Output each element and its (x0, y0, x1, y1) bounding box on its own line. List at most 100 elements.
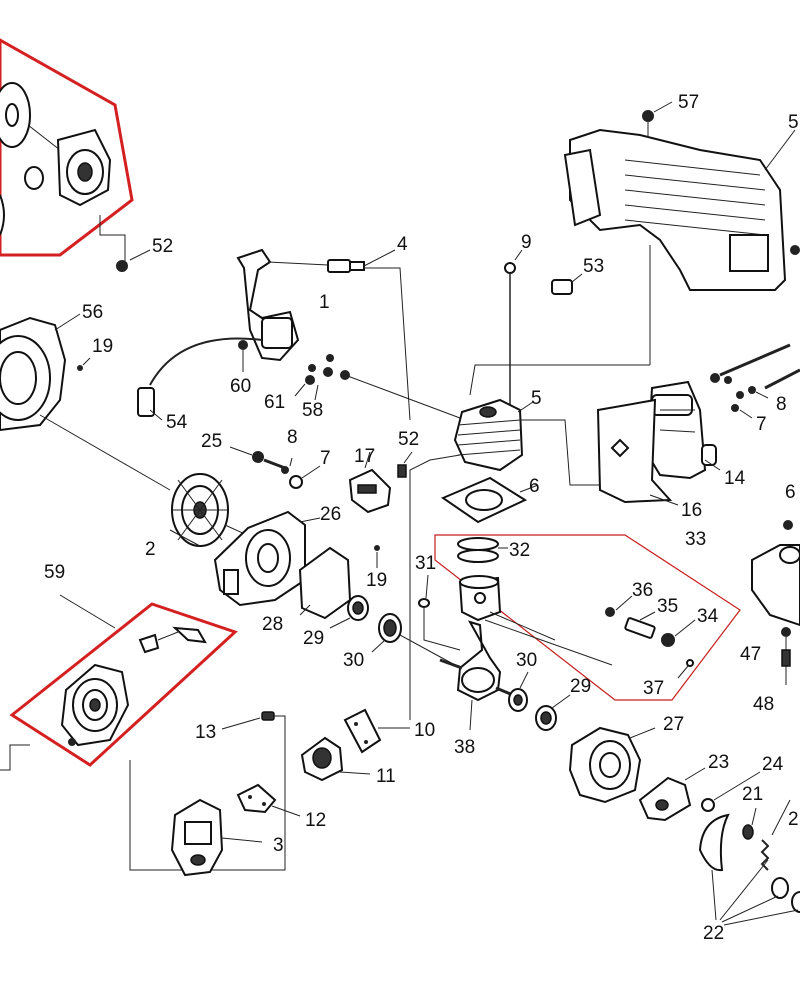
label-10: 10 (414, 720, 435, 741)
label-52b: 52 (398, 429, 419, 450)
label-11: 11 (376, 766, 396, 787)
carburetor-3 (170, 798, 263, 877)
bracket-17 (348, 451, 392, 514)
label-30a: 30 (343, 650, 364, 671)
spark-plug-4 (267, 249, 411, 421)
label-27: 27 (663, 714, 684, 735)
bolt-60 (238, 340, 248, 372)
label-5: 5 (531, 388, 542, 409)
label-16: 16 (681, 500, 702, 521)
label-6: 6 (529, 476, 540, 497)
highlight-box-piston-kit (434, 534, 741, 701)
washer-24 (701, 771, 761, 812)
screw-52a (116, 249, 151, 272)
label-35: 35 (657, 596, 678, 617)
label-47: 47 (740, 644, 761, 665)
crankcase-26 (213, 510, 321, 607)
washers-61-58 (294, 354, 461, 419)
label-26: 26 (320, 504, 341, 525)
crankcase-27 (568, 726, 656, 804)
top-left-assembly (0, 82, 126, 262)
label-23: 23 (708, 752, 729, 773)
label-36: 36 (632, 580, 653, 601)
label-13: 13 (195, 722, 216, 743)
label-59: 59 (44, 562, 65, 583)
gasket-6 (440, 476, 539, 524)
label-48: 48 (753, 694, 774, 715)
label-19a: 19 (92, 336, 113, 357)
label-24: 24 (762, 754, 784, 775)
clutch-23 (638, 767, 706, 822)
screw-right-edge (790, 245, 800, 255)
label-3: 3 (273, 835, 284, 856)
crankshaft-38 (439, 620, 521, 731)
bearing-30b (508, 671, 529, 712)
recoil-cover-59 (0, 594, 207, 771)
engine-cover-5 (469, 128, 796, 396)
label-30b: 30 (516, 650, 537, 671)
label-57: 57 (678, 92, 699, 113)
pin-19b (374, 545, 380, 568)
label-21: 21 (742, 784, 763, 805)
bolts-8-7-right (710, 343, 800, 419)
washer-34 (661, 619, 696, 647)
label-56: 56 (82, 302, 103, 323)
highlight-box-top-left (0, 38, 134, 257)
damper-53 (551, 273, 583, 295)
label-4: 4 (397, 234, 408, 255)
label-53: 53 (583, 256, 604, 277)
ignition-coil-1 (137, 248, 300, 421)
bearing-30a (371, 613, 456, 666)
starter-housing-56 (0, 313, 171, 491)
label-38: 38 (454, 737, 475, 758)
label-37: 37 (643, 678, 664, 699)
label-25: 25 (201, 431, 222, 452)
label-29a: 29 (303, 628, 324, 649)
pin-37 (677, 659, 694, 679)
label-2b: 2 (788, 809, 799, 830)
label-28: 28 (262, 614, 283, 635)
label-12: 12 (305, 810, 326, 831)
gasket-10 (343, 708, 410, 754)
label-22: 22 (703, 923, 724, 944)
label-19b: 19 (366, 570, 387, 591)
label-33: 33 (685, 529, 706, 550)
label-9: 9 (521, 232, 532, 253)
part-number-labels: 57 5 52 4 9 53 56 19 1 60 61 58 54 5 8 7… (44, 92, 799, 944)
piston-rings-32 (457, 537, 508, 563)
label-2: 2 (145, 539, 156, 560)
screw-52b (397, 451, 413, 478)
label-6b: 6 (785, 482, 796, 503)
pin-19a (77, 357, 91, 371)
label-7a: 7 (756, 414, 767, 435)
insulator-11 (300, 736, 371, 782)
bearing-29b (535, 694, 571, 731)
heat-shield-16 (596, 398, 679, 506)
label-31: 31 (415, 553, 436, 574)
flywheel-2 (169, 473, 259, 547)
label-8a: 8 (776, 394, 787, 415)
label-32: 32 (509, 540, 530, 561)
clutch-shoe-22 (698, 799, 800, 926)
clutch-housing-right (751, 520, 800, 685)
bearing-needle-35 (605, 595, 656, 639)
cylinder-5 (409, 398, 600, 720)
label-5b: 5 (788, 112, 799, 133)
screw-13 (129, 711, 286, 871)
muffler-14 (646, 380, 721, 480)
label-14: 14 (724, 468, 746, 489)
label-29b: 29 (570, 676, 591, 697)
piston-33 (458, 575, 613, 666)
circlip-31 (418, 574, 461, 651)
label-61: 61 (264, 392, 285, 413)
gasket-28 (298, 546, 352, 620)
highlight-box-recoil-cover (9, 602, 238, 767)
bolt-57 (642, 101, 673, 138)
label-60: 60 (230, 376, 251, 397)
bolt-9 (504, 249, 523, 420)
label-58: 58 (302, 400, 323, 421)
gasket-12 (236, 783, 301, 817)
bolt-25 (229, 446, 321, 489)
bearing-29a (329, 595, 369, 629)
